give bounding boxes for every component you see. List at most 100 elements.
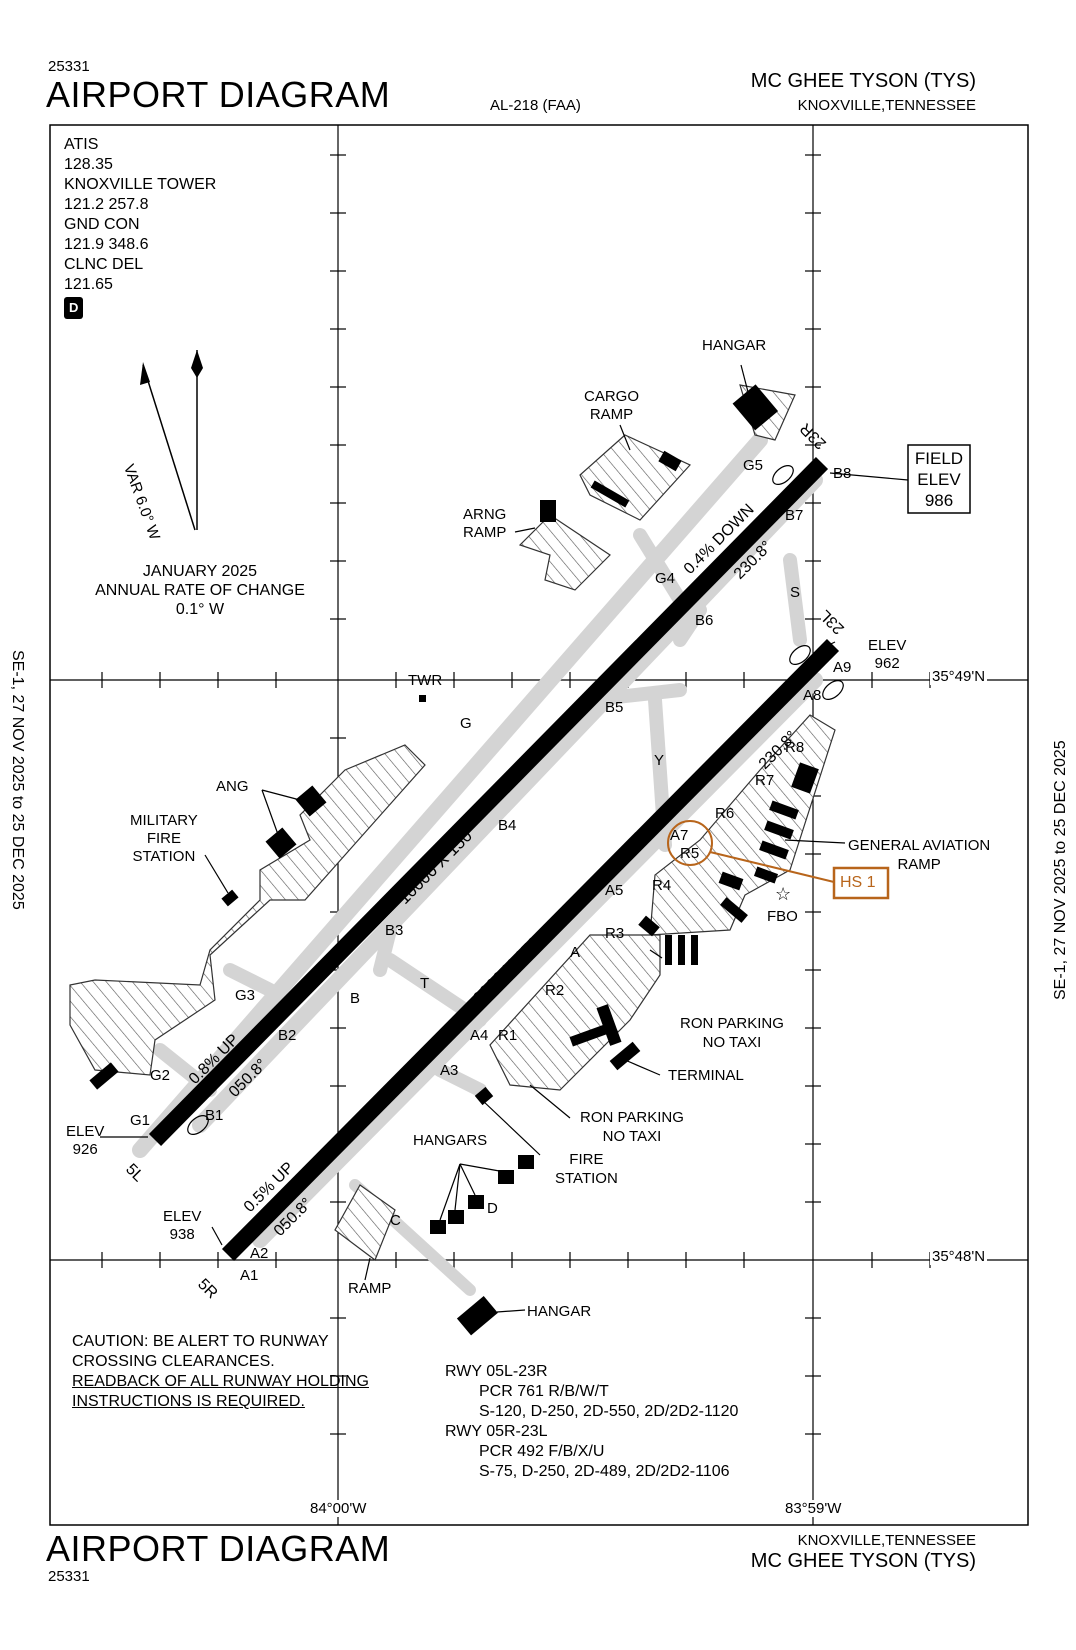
- taxi-label: R1: [498, 1027, 517, 1044]
- terminal-building-arm2: [609, 1041, 641, 1071]
- ga-building-6: [720, 897, 748, 923]
- terminal-ramp: [489, 934, 661, 1091]
- label-ang: ANG: [216, 778, 249, 795]
- taxi-label: G3: [235, 987, 255, 1004]
- true-north-icon: [191, 350, 203, 378]
- taxi-label: G5: [743, 457, 763, 474]
- fire-station-building: [474, 1086, 494, 1106]
- ga-building-9: [678, 935, 685, 965]
- cargo-building: [590, 480, 630, 508]
- hangars-2: [448, 1210, 464, 1224]
- taxi-label: B: [350, 990, 360, 1007]
- chart-code: AL-218 (FAA): [490, 97, 581, 114]
- clearance-frequency: 121.65: [64, 276, 113, 293]
- south-ramp: [334, 1184, 396, 1261]
- cargo-building-2: [658, 450, 682, 472]
- taxi-label: R8: [785, 739, 804, 756]
- magnetic-north-line: [142, 364, 196, 531]
- rwy2-weights: S-75, D-250, 2D-489, 2D/2D2-1106: [479, 1463, 730, 1480]
- taxiway-g3: [223, 963, 277, 997]
- taxi-label: A: [570, 944, 580, 961]
- rwy1-pcr: PCR 761 R/B/W/T: [479, 1383, 609, 1400]
- field-elev-label-2: ELEV: [917, 470, 961, 489]
- taxiway-s: [783, 553, 807, 647]
- taxiway-g4: [633, 528, 687, 607]
- taxiway-a: [252, 672, 823, 1248]
- mag-rate: 0.1° W: [175, 601, 225, 618]
- airspace-class-badge: D: [64, 297, 84, 319]
- atis-label: ATIS: [64, 136, 99, 153]
- taxi-label: R5: [680, 845, 699, 862]
- hotspot-circle: [667, 820, 713, 866]
- label-fbo: FBO: [767, 908, 798, 925]
- rwy1-weights: S-120, D-250, 2D-550, 2D/2D2-1120: [479, 1403, 739, 1420]
- field-elev-label-1: FIELD: [914, 449, 964, 468]
- hangars-3: [468, 1195, 484, 1209]
- cargo-ramp: [579, 434, 691, 521]
- rwy2-pcr: PCR 492 F/B/X/U: [479, 1443, 605, 1460]
- runway-data: RWY 05L-23R PCR 761 R/B/W/T S-120, D-250…: [445, 1362, 738, 1482]
- ga-building-10: [691, 935, 698, 965]
- lon-left: 84°00'W: [308, 1500, 369, 1517]
- arng-building: [540, 500, 556, 522]
- mag-date: JANUARY 2025: [142, 563, 258, 580]
- taxi-label: B2: [278, 1027, 296, 1044]
- lat-bottom: 35°48'N: [930, 1248, 988, 1265]
- taxi-label: R7: [755, 772, 774, 789]
- readback-line-2: INSTRUCTIONS IS REQUIRED.: [72, 1393, 305, 1410]
- taxi-label: A3: [440, 1062, 458, 1079]
- ground-label: GND CON: [64, 216, 140, 233]
- mag-change-block: JANUARY 2025 ANNUAL RATE OF CHANGE 0.1° …: [90, 562, 310, 619]
- label-twr: TWR: [408, 672, 443, 689]
- ang-hangar-building: [89, 1062, 119, 1090]
- taxi-label: B3: [385, 922, 403, 939]
- ga-building-8: [665, 935, 672, 965]
- taxi-label: A5: [605, 882, 623, 899]
- leader-lines: [100, 364, 846, 1313]
- ga-building-7: [638, 915, 660, 937]
- taxi-label: B8: [833, 465, 851, 482]
- field-elev-value: 986: [924, 491, 954, 510]
- taxi-label: B4: [498, 817, 516, 834]
- taxiway-b: [192, 472, 823, 1133]
- footer-chart-number: 25331: [48, 1568, 90, 1585]
- fbo-star-icon: ☆: [775, 884, 791, 904]
- taxi-label: T: [420, 975, 429, 992]
- tower-frequency: 121.2 257.8: [64, 196, 149, 213]
- caution-line-1: CAUTION: BE ALERT TO RUNWAY: [72, 1333, 329, 1350]
- taxi-label: Y: [654, 752, 664, 769]
- hotspot-box: [832, 866, 890, 900]
- taxi-label: B7: [785, 507, 803, 524]
- hold-areas: [187, 465, 844, 1135]
- taxi-label: B1: [205, 1107, 223, 1124]
- taxi-label: R2: [545, 982, 564, 999]
- taxi-label: A7: [670, 827, 688, 844]
- clearance-label: CLNC DEL: [64, 256, 144, 273]
- hangars-4: [498, 1170, 514, 1184]
- runway-05l-23r: [148, 457, 829, 1146]
- hotspot-leader: [709, 851, 835, 883]
- runway-end-23l: 23L: [817, 606, 848, 637]
- grid-ticks: [101, 154, 931, 1435]
- taxi-label: A4: [470, 1027, 488, 1044]
- arng-ramp: [518, 514, 611, 591]
- taxiway-b3: [373, 923, 397, 977]
- caution-notes: CAUTION: BE ALERT TO RUNWAY CROSSING CLE…: [72, 1332, 369, 1412]
- taxi-label: G2: [150, 1067, 170, 1084]
- elev-23l: ELEV 962: [868, 637, 907, 672]
- atis-frequency: 128.35: [64, 156, 113, 173]
- ga-building-4: [759, 840, 789, 860]
- readback-line-1: READBACK OF ALL RUNWAY HOLDING: [72, 1373, 369, 1390]
- taxi-label: G: [460, 715, 472, 732]
- magnetic-north-icon: [140, 362, 150, 385]
- taxi-label: R3: [605, 925, 624, 942]
- label-ramp: RAMP: [348, 1280, 392, 1297]
- hotspot-label: HS 1: [840, 874, 876, 891]
- comms-block: ATIS 128.35 KNOXVILLE TOWER 121.2 257.8 …: [64, 135, 216, 319]
- ground-frequency: 121.9 348.6: [64, 236, 149, 253]
- taxi-label: B6: [695, 612, 713, 629]
